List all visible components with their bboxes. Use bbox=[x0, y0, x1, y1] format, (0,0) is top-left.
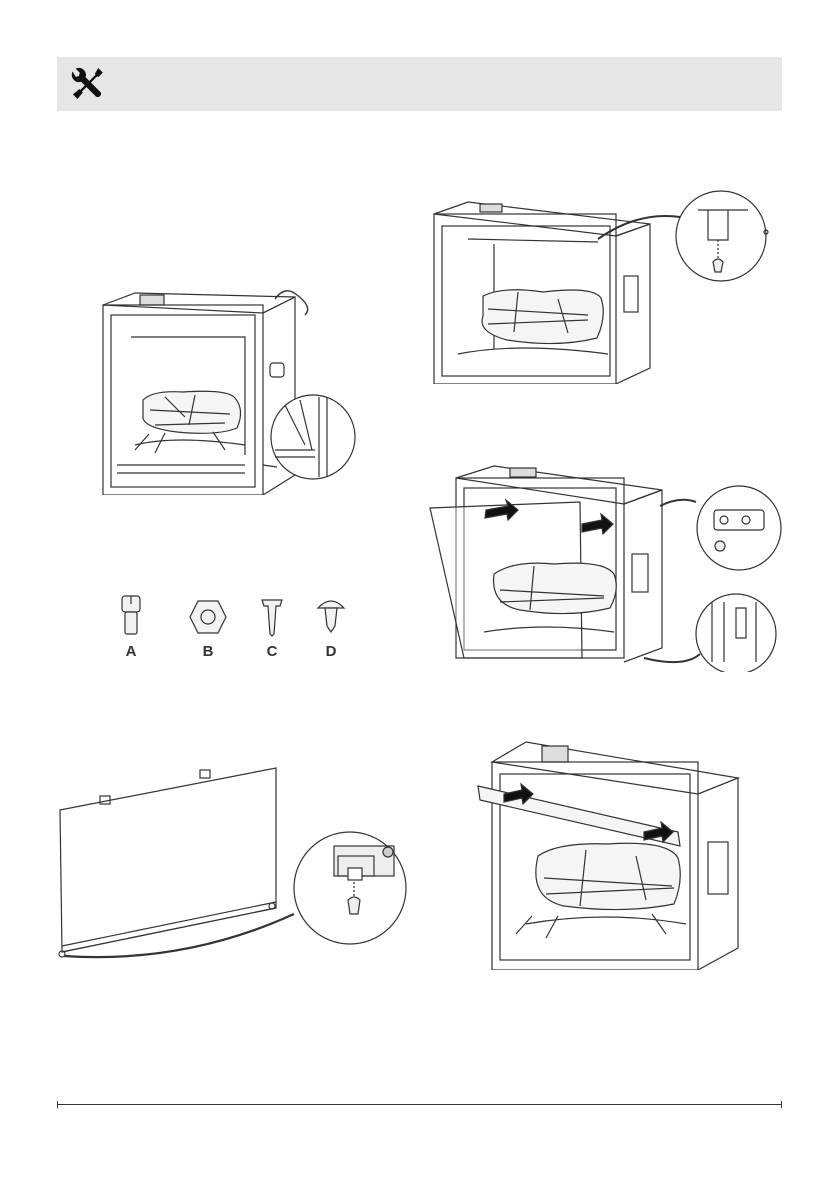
tools-icon bbox=[67, 65, 105, 103]
insert-top-bracket-detail bbox=[428, 184, 786, 384]
insert-trim-installation bbox=[476, 738, 746, 970]
glass-panel-with-clips bbox=[54, 760, 414, 965]
hardware-label-b: B bbox=[193, 643, 223, 660]
screw-a-icon bbox=[118, 594, 144, 638]
header-bar bbox=[57, 57, 782, 111]
hardware-label-a: A bbox=[116, 643, 146, 660]
nut-b-icon bbox=[188, 597, 228, 637]
plug-c-icon bbox=[260, 598, 284, 638]
insert-front-view-with-cord bbox=[95, 285, 365, 495]
rivet-d-icon bbox=[316, 596, 346, 636]
hardware-label-d: D bbox=[316, 643, 346, 660]
footer-rule bbox=[57, 1104, 782, 1105]
hardware-label-c: C bbox=[257, 643, 287, 660]
insert-glass-installation bbox=[424, 462, 784, 672]
